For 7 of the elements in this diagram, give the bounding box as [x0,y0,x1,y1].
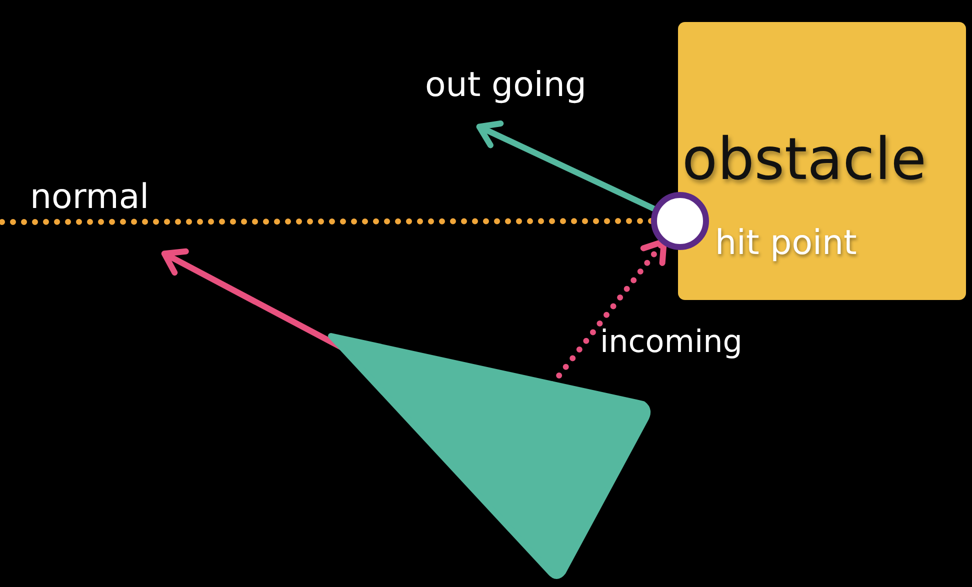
obstacle-label: obstacle [682,130,926,188]
obstacle-box [678,22,966,300]
hit-point-label: hit point [715,226,857,260]
edge-label: incoming [600,327,742,358]
edge-label: out going [425,68,586,102]
arrow [476,120,656,212]
edge-label: normal [30,180,150,214]
